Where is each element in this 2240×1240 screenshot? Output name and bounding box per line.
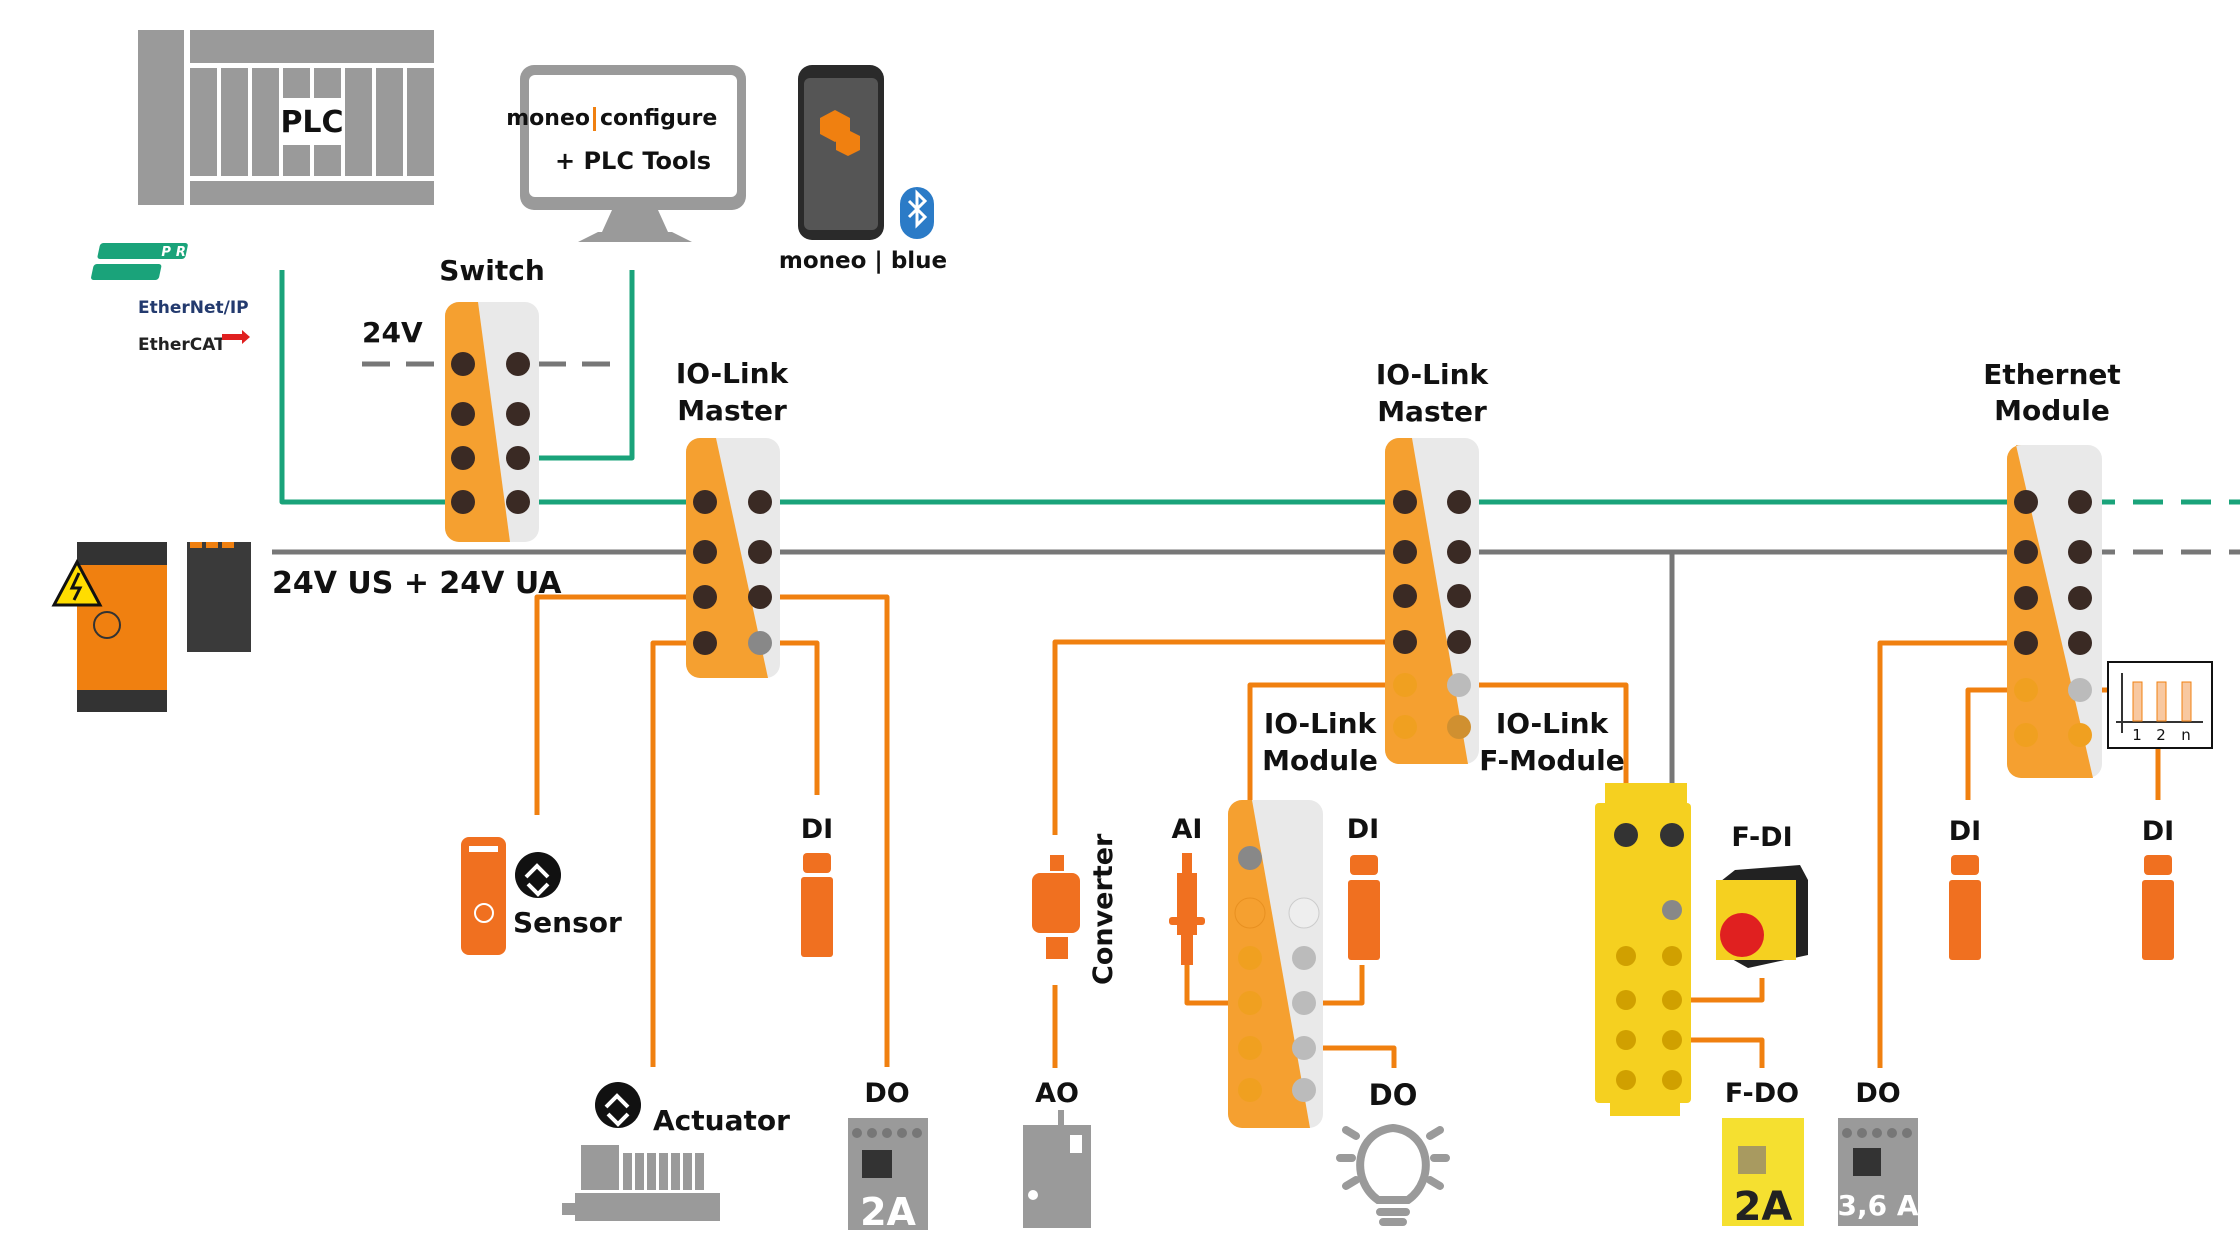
ethernet-module-title-line2: Module: [1994, 394, 2110, 427]
safety-relay-icon: [1722, 1118, 1804, 1226]
high-voltage-warning-icon: [51, 558, 103, 607]
circuit-breaker-module: [187, 542, 251, 652]
do-label-eth: DO: [1855, 1078, 1900, 1109]
valve-terminal-icon: [562, 1145, 720, 1221]
relay-icon: [1838, 1118, 1918, 1226]
ethercat-arrow-icon: [222, 330, 250, 344]
ao-label: AO: [1035, 1078, 1079, 1109]
safety-module-device: [1595, 783, 1691, 1116]
monitor-divider: [593, 107, 596, 131]
master2-title-line1: IO-Link: [1376, 358, 1490, 391]
actuator-label: Actuator: [653, 1104, 790, 1137]
ethernet-ip-logo: EtherNet/IP: [138, 298, 249, 318]
ethernet-line-monitor-to-switch: [518, 270, 635, 461]
iolink-line-do-module: [1304, 1045, 1397, 1068]
emergency-stop-icon: [1716, 865, 1808, 968]
switch-title: Switch: [439, 254, 545, 287]
monitor-text-plc-tools: + PLC Tools: [555, 147, 711, 175]
iolink-line-di: [757, 594, 890, 1067]
ethercat-logo: EtherCAT: [138, 335, 226, 355]
do-label-master1: DO: [864, 1078, 909, 1109]
phone-icon: [798, 65, 884, 240]
f-module-title-line1: IO-Link: [1496, 707, 1610, 740]
iolink-line-f-do: [1672, 1037, 1765, 1068]
converter-icon: [1032, 855, 1080, 959]
io-link-master-1: [686, 438, 780, 678]
proportional-valve-icon: [1023, 1110, 1091, 1228]
svg-text:PROFI: PROFI: [161, 245, 230, 260]
phone-label: moneo | blue: [779, 248, 947, 274]
iolink-line-actuator: [650, 640, 703, 1067]
bluetooth-icon: [900, 187, 934, 239]
di-label-eth2: DI: [2142, 816, 2174, 847]
ai-label: AI: [1172, 814, 1203, 845]
svg-text:NET: NET: [164, 266, 208, 281]
monitor-text-configure: configure: [600, 106, 717, 131]
sensor-icon: [461, 837, 506, 955]
switch-supply-label: 24V: [362, 316, 423, 349]
multi-channel-chart-icon: [2107, 661, 2213, 749]
iolink-line-f-di: [1672, 978, 1765, 1003]
inductive-sensor-icon: [801, 853, 833, 957]
f-do-rating: 2A: [1734, 1184, 1793, 1230]
master1-title-line1: IO-Link: [676, 357, 790, 390]
monitor-icon: [520, 65, 746, 242]
io-link-logo-icon: [595, 1082, 641, 1128]
do-rating-eth: 3,6 A: [1837, 1189, 1918, 1222]
converter-label: Converter: [1088, 833, 1119, 985]
power-bus-label: 24V US + 24V UA: [272, 566, 562, 601]
do-label-module: DO: [1369, 1078, 1418, 1112]
channel-label-n: n: [2181, 726, 2191, 744]
iolink-line-f-module: [1456, 682, 1629, 830]
master2-title-line2: Master: [1377, 395, 1487, 428]
inductive-sensor-icon: [1348, 855, 1380, 960]
pressure-sensor-icon: [1169, 853, 1205, 965]
iolink-line-ai: [1184, 965, 1247, 1006]
di-label-master1: DI: [801, 814, 833, 845]
lamp-icon: [1336, 1123, 1450, 1226]
io-link-logo-icon: [515, 852, 561, 898]
master1-title-line2: Master: [677, 394, 787, 427]
iolink-line-do-eth: [1877, 640, 2025, 1068]
f-di-label: F-DI: [1731, 822, 1792, 853]
iolink-line-di-eth1: [1965, 687, 2025, 800]
f-do-label: F-DO: [1725, 1078, 1799, 1109]
iolink-line-sensor: [534, 594, 703, 815]
inductive-sensor-icon: [1949, 855, 1981, 960]
channel-label-1: 1: [2132, 726, 2142, 744]
relay-icon: [848, 1118, 928, 1230]
iolink-line-converter: [1052, 639, 1402, 835]
di-label-eth1: DI: [1949, 816, 1981, 847]
io-link-module-device: [1228, 800, 1323, 1128]
do-rating-master1: 2A: [860, 1190, 916, 1234]
plc-label: PLC: [280, 105, 343, 140]
iolink-line-di-module: [1304, 965, 1365, 1006]
ethernet-module-device: [2007, 445, 2102, 778]
ethernet-module-title-line1: Ethernet: [1983, 358, 2121, 391]
ethernet-line-plc-to-switch: [279, 270, 463, 505]
profinet-logo: PROFI NET: [91, 243, 230, 281]
switch-device: [445, 302, 539, 542]
di-label-module: DI: [1347, 814, 1379, 845]
monitor-text-moneo: moneo: [506, 106, 590, 131]
sensor-label: Sensor: [513, 906, 622, 939]
plc-icon: [138, 30, 434, 205]
io-link-module-title-line1: IO-Link: [1264, 707, 1378, 740]
f-module-title-line2: F-Module: [1479, 744, 1625, 777]
power-supply-unit: [77, 542, 167, 712]
io-link-module-title-line2: Module: [1262, 744, 1378, 777]
io-link-master-2: [1385, 438, 1479, 764]
channel-label-2: 2: [2156, 726, 2166, 744]
inductive-sensor-icon: [2142, 855, 2174, 960]
